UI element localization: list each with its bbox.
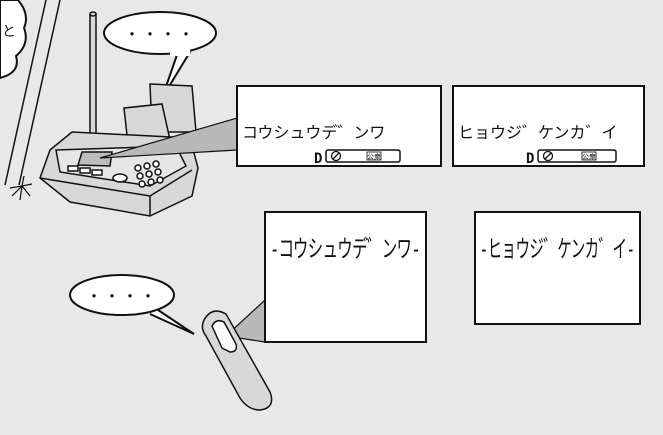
fax-bubble-text: ・・・・ — [124, 25, 196, 44]
fax-screen-2: ヒョウジ゛ケンカ゛イ D 公衆 — [453, 86, 644, 167]
left-edge-bubble: と — [0, 0, 26, 78]
left-edge-bubble-text: と — [2, 24, 16, 40]
handset-screen-1-text: -コウシュウデ゛ンワ- — [270, 235, 420, 263]
fax-screen-1: コウシュウデ゛ンワ D 公衆 — [237, 86, 441, 167]
d-icon: D — [314, 151, 322, 167]
fax-screen-2-badge: 公衆 — [582, 152, 596, 161]
fax-screen-2-text: ヒョウジ゛ケンカ゛イ — [458, 123, 618, 142]
handset-screen-2-text: -ヒョウジ゛ケンカ゛イ- — [480, 235, 635, 263]
handset-screen-1: -コウシュウデ゛ンワ- — [265, 212, 426, 342]
handset-bubble-text: ・・・・ — [86, 287, 158, 306]
plant-icon — [10, 176, 32, 200]
d-icon: D — [526, 151, 534, 167]
fax-screen-1-text: コウシュウデ゛ンワ — [242, 123, 385, 142]
handset-screen-2: -ヒョウジ゛ケンカ゛イ- — [475, 212, 640, 324]
fax-screen-1-badge: 公衆 — [367, 152, 381, 161]
handset-speech-bubble: ・・・・ — [70, 275, 194, 334]
